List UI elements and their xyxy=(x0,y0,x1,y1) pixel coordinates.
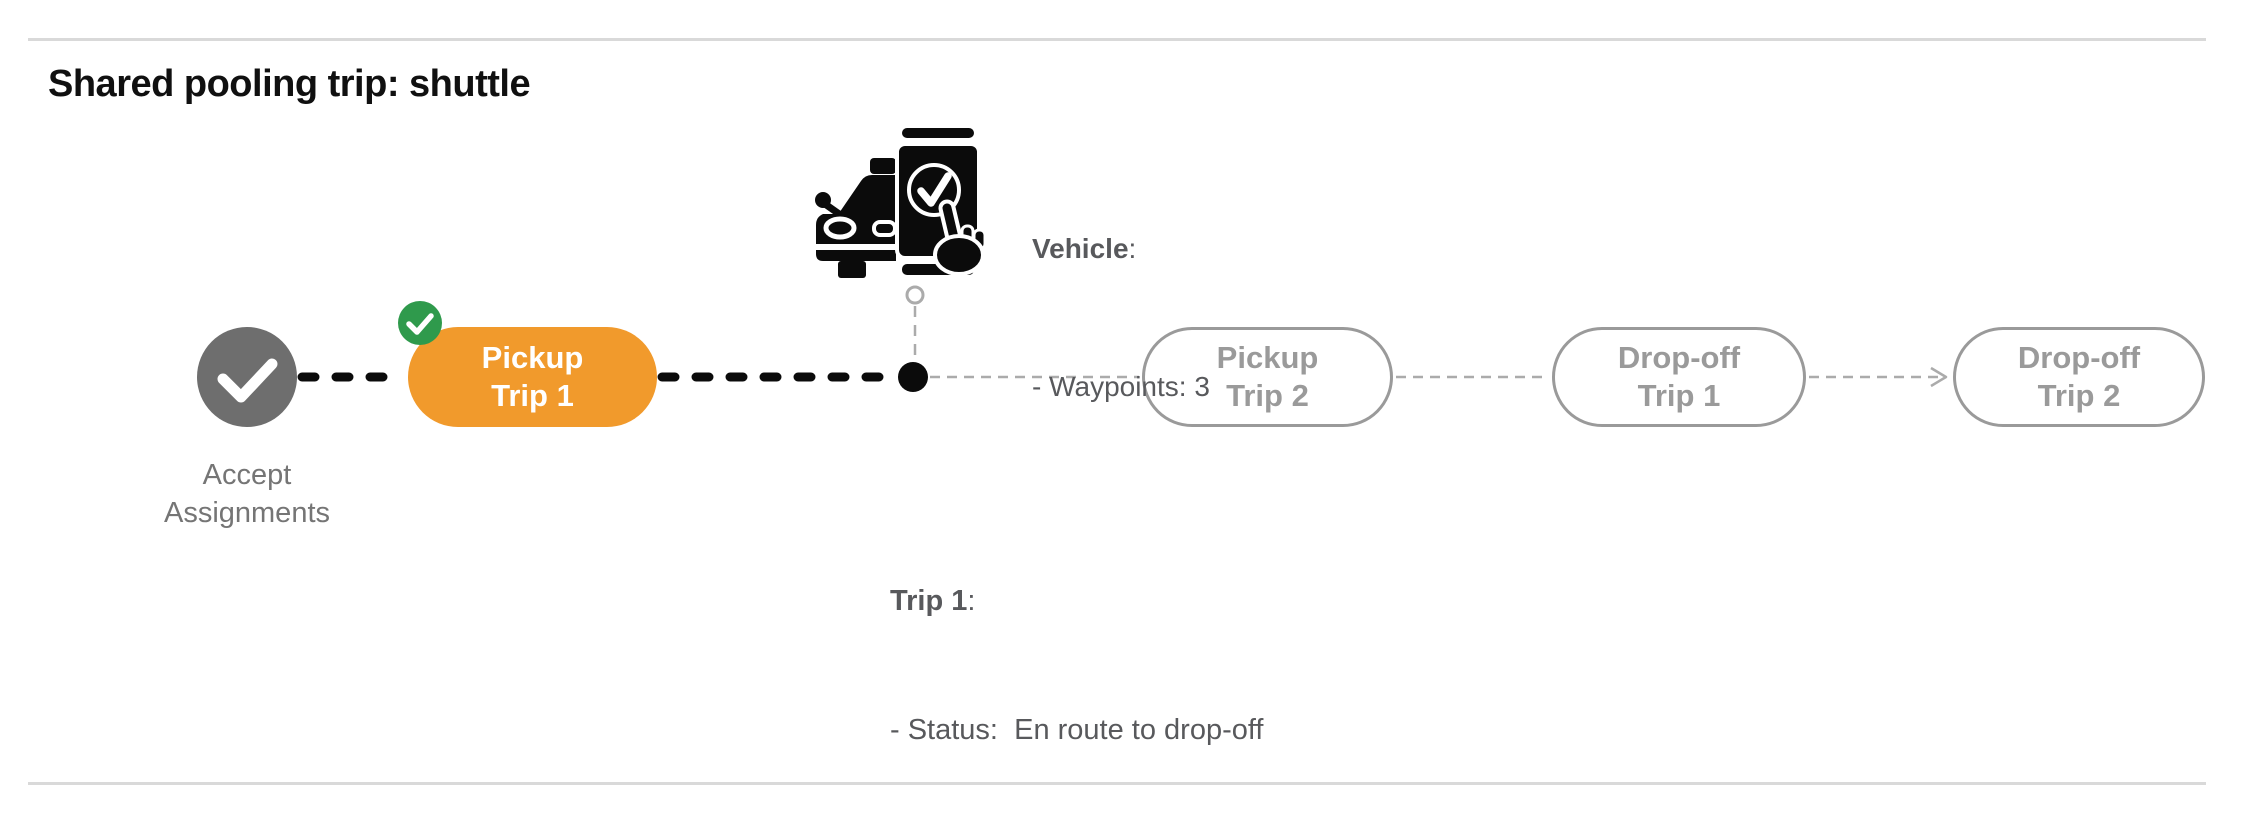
pill-dropoff-trip-2: Drop-off Trip 2 xyxy=(1953,327,2205,427)
vehicle-info-heading: Vehicle: xyxy=(1032,226,1210,272)
pill-line2: Trip 1 xyxy=(491,378,574,413)
vehicle-info: Vehicle: - Waypoints: 3 xyxy=(1032,134,1210,502)
vehicle-position-dot xyxy=(898,362,928,392)
trip1-heading-label: Trip 1 xyxy=(890,585,968,617)
pill-dropoff-trip-1: Drop-off Trip 1 xyxy=(1552,327,1806,427)
pill-line2: Trip 2 xyxy=(2037,378,2121,413)
pill-pickup-trip-2: Pickup Trip 2 xyxy=(1142,327,1393,427)
vehicle-info-heading-label: Vehicle xyxy=(1032,233,1129,264)
trip-status-panel: Trip 1: - Status: En route to drop-off -… xyxy=(890,494,1263,825)
completed-badge xyxy=(398,301,442,345)
trip1-status-line: - Status: En route to drop-off xyxy=(890,714,1264,746)
trip1-heading-colon: : xyxy=(967,585,976,617)
vehicle-info-waypoints: - Waypoints: 3 xyxy=(1032,371,1210,402)
pill-line1: Pickup xyxy=(1216,340,1319,375)
vehicle-anchor-circle xyxy=(905,285,925,305)
trip1-heading: Trip 1: xyxy=(890,580,1263,623)
check-icon xyxy=(217,358,278,403)
accept-assignments-node xyxy=(197,327,297,427)
top-divider xyxy=(28,38,2206,41)
accept-assignments-label-line1: Accept xyxy=(202,459,292,491)
bottom-divider xyxy=(28,782,2206,785)
pill-pickup-trip-1: Pickup Trip 1 xyxy=(408,327,657,427)
pill-line2: Trip 2 xyxy=(1226,378,1309,413)
pill-line1: Drop-off xyxy=(1617,340,1741,375)
robotaxi-phone-check-icon xyxy=(815,124,987,279)
pill-line1: Drop-off xyxy=(2017,340,2141,375)
accept-assignments-label-line2: Assignments xyxy=(163,497,330,529)
arrowhead-icon xyxy=(1930,366,1948,388)
check-icon xyxy=(406,313,434,335)
accept-assignments-label: Accept Assignments xyxy=(97,456,397,532)
vehicle-info-heading-colon: : xyxy=(1128,233,1137,264)
pill-line1: Pickup xyxy=(481,340,584,375)
pill-line2: Trip 1 xyxy=(1637,378,1721,413)
page-title: Shared pooling trip: shuttle xyxy=(48,63,531,105)
